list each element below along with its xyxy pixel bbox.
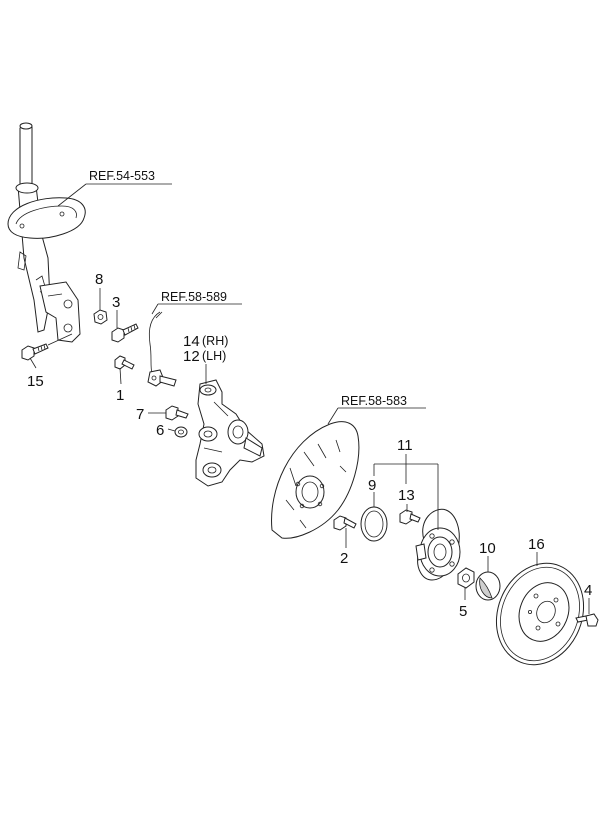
callout-4: 4 — [584, 582, 592, 599]
callout-14-side: (RH) — [202, 334, 228, 348]
callout-11: 11 — [397, 437, 413, 454]
callout-9: 9 — [368, 477, 376, 494]
nut-5 — [457, 567, 475, 589]
callout-13: 13 — [398, 487, 415, 504]
leader-lines — [29, 183, 590, 614]
dust-shield — [271, 421, 360, 539]
bolt-2 — [333, 515, 357, 531]
callout-7: 7 — [136, 406, 144, 423]
brake-disc-16 — [495, 562, 585, 666]
callout-15: 15 — [27, 373, 44, 390]
callout-12: 12 — [183, 348, 200, 365]
hub-assembly-11 — [415, 508, 461, 581]
wheel-speed-sensor — [147, 311, 177, 387]
screw-4 — [575, 613, 599, 627]
washer-6 — [174, 426, 188, 438]
callout-5: 5 — [459, 603, 467, 620]
callout-10: 10 — [479, 540, 496, 557]
bolt-7 — [165, 405, 189, 421]
hub-cap-10 — [475, 571, 501, 601]
callout-1: 1 — [116, 387, 124, 404]
callout-6: 6 — [156, 422, 164, 439]
nut-8 — [93, 309, 108, 325]
ref-58-589-label: REF.58-589 — [161, 290, 227, 304]
callout-2: 2 — [340, 550, 348, 567]
callout-8: 8 — [95, 271, 103, 288]
bolt-1 — [114, 355, 135, 370]
strut-assembly — [7, 122, 86, 343]
snap-ring-9 — [360, 506, 388, 542]
callout-14: 14 — [183, 333, 200, 350]
bolt-3 — [111, 323, 139, 343]
callout-16: 16 — [528, 536, 545, 553]
callout-12-side: (LH) — [202, 349, 226, 363]
ref-54-553-label: REF.54-553 — [89, 169, 155, 183]
callout-3: 3 — [112, 294, 120, 311]
callout-labels: 8 3 15 1 7 6 14 (RH) 12 (LH) 2 9 11 13 1… — [27, 271, 592, 620]
hub-bolt-13 — [399, 509, 421, 525]
reference-labels: REF.54-553 REF.58-589 REF.58-583 — [89, 169, 407, 408]
bolt-15 — [21, 333, 73, 361]
steering-knuckle — [195, 379, 265, 487]
ref-58-583-label: REF.58-583 — [341, 394, 407, 408]
